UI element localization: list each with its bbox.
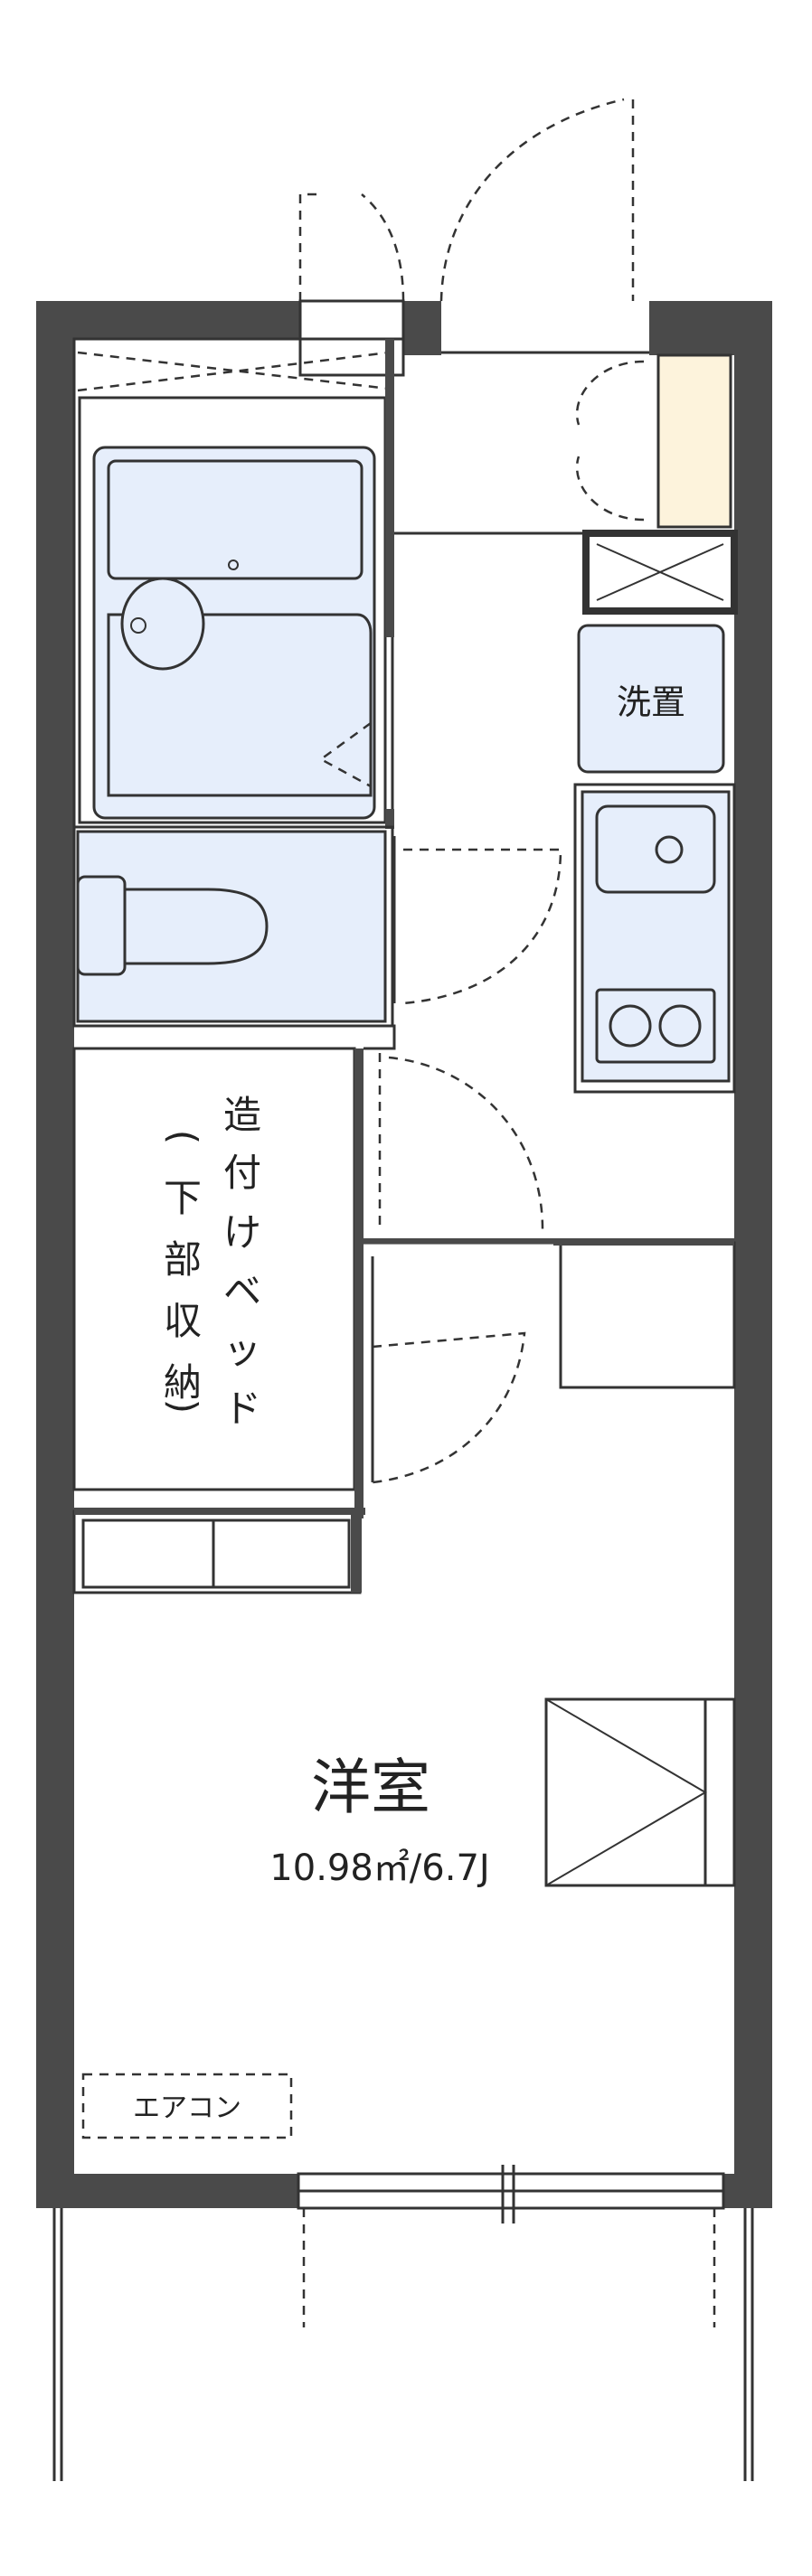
western-room-area: 10.98㎡/6.7J (269, 1847, 489, 1889)
storage-char-7: 下 (164, 1176, 202, 1220)
kitchen (573, 783, 736, 1094)
storage-char-4: ベ (223, 1269, 261, 1313)
aircon-label: エアコン (133, 2092, 241, 2124)
western-room: 洋室 10.98㎡/6.7J エアコン (81, 1697, 736, 2139)
entrance-door (298, 98, 649, 377)
bathroom (72, 337, 394, 829)
storage-char-1: 造 (223, 1093, 261, 1137)
closet (72, 1508, 365, 1594)
storage-paren-open: ( (161, 1130, 205, 1144)
storage-char-3: け (223, 1210, 261, 1255)
storage-char-10: 納 (164, 1360, 202, 1405)
laundry-space: 洗置 (577, 624, 725, 774)
shoe-cabinet (576, 353, 732, 529)
storage-char-5: ッ (223, 1328, 261, 1372)
laundry-label: 洗置 (617, 682, 685, 722)
balcony (52, 2165, 754, 2481)
storage-paren-close: ) (161, 1399, 205, 1414)
western-room-name: 洋室 (311, 1753, 430, 1822)
pipe-shaft (394, 530, 738, 615)
toilet-room (72, 825, 562, 1050)
outer-walls (36, 301, 772, 2208)
corridor-doors (364, 1053, 736, 1484)
storage-char-2: 付 (223, 1151, 261, 1195)
storage-char-8: 部 (164, 1237, 202, 1282)
storage-char-6: ド (223, 1387, 261, 1431)
built-in-bed: 造 付 け ベ ッ ド ( 下 部 収 納 ) (72, 1047, 364, 1518)
storage-char-9: 収 (164, 1299, 202, 1343)
